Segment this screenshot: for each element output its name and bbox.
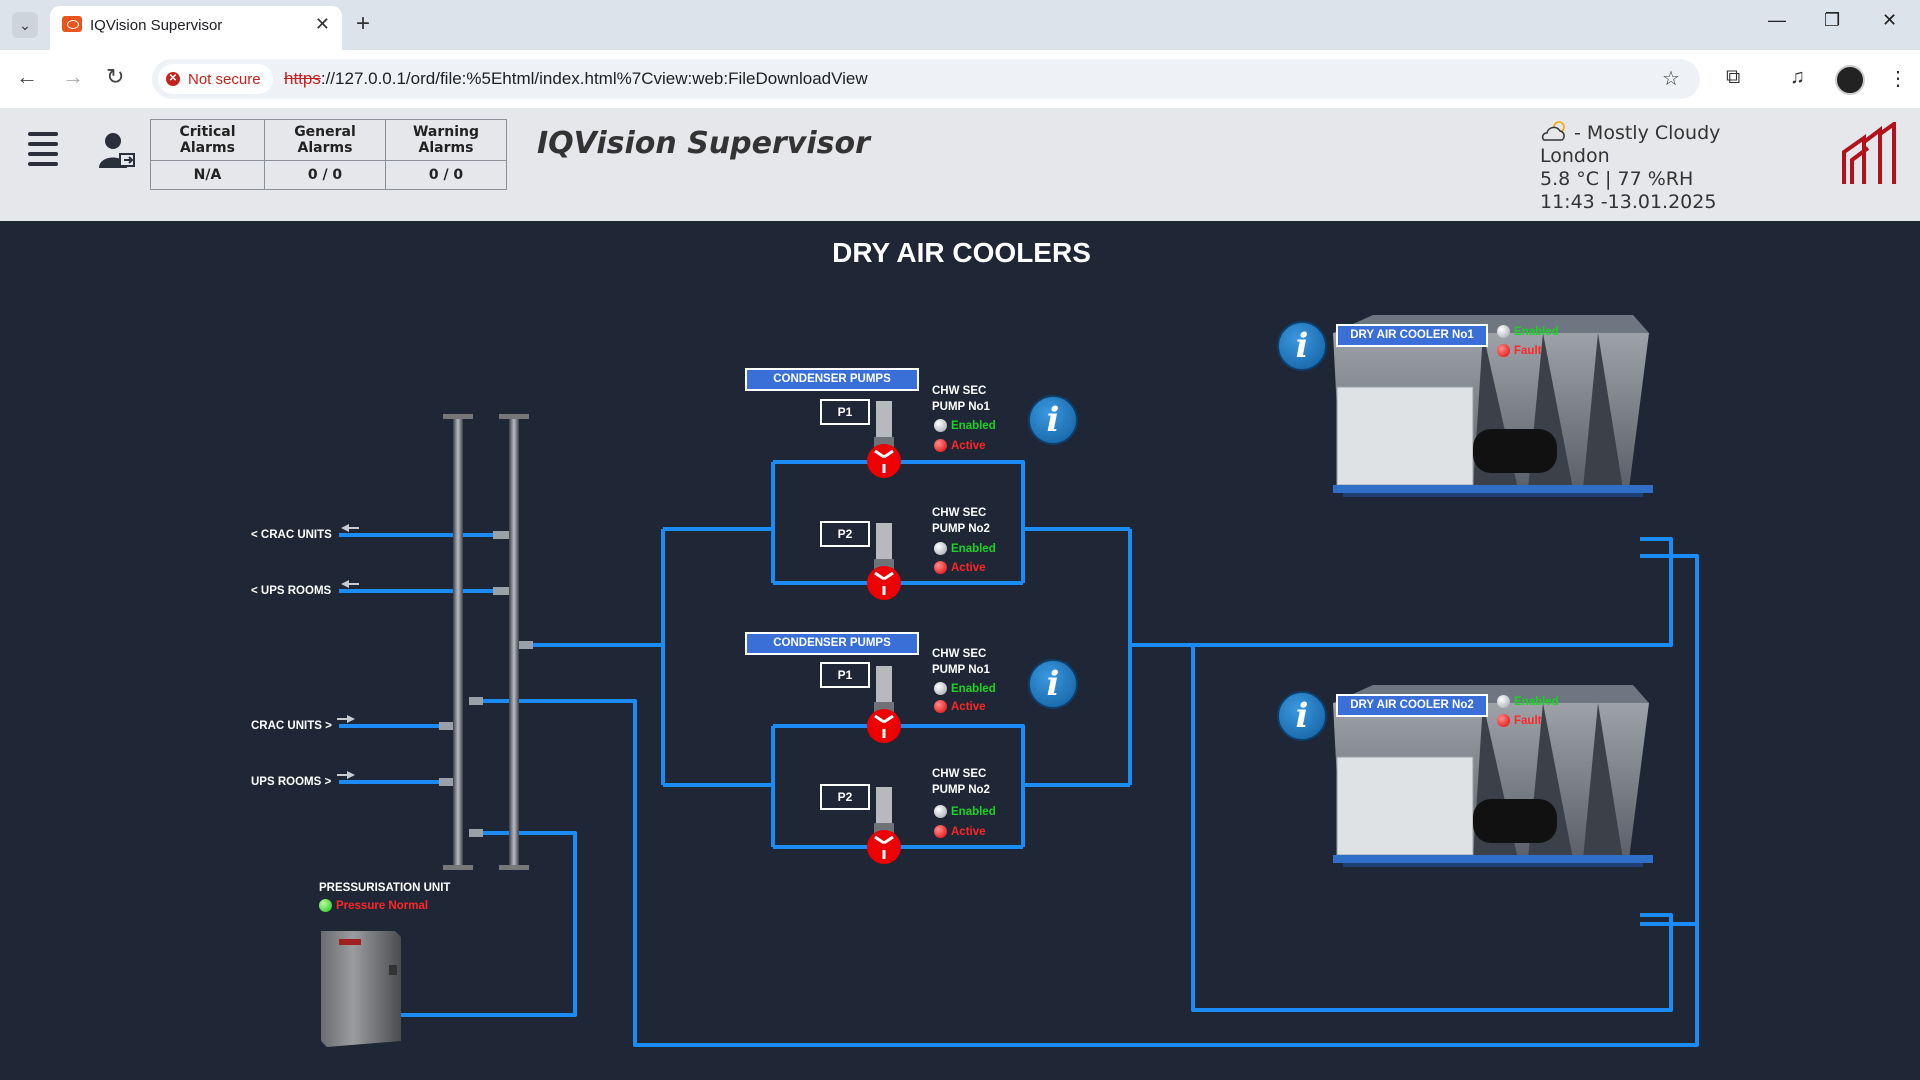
pump1-group1-name1: CHW SEC <box>932 385 987 397</box>
pump-box-p2-group1[interactable]: P2 <box>820 521 870 547</box>
general-alarms-header: General Alarms <box>264 119 386 161</box>
url-text[interactable]: https://127.0.0.1/ord/file:%5Ehtml/index… <box>284 69 868 88</box>
pressurisation-tank-graphic <box>321 931 401 1047</box>
pressurisation-title: PRESSURISATION UNIT <box>319 882 451 894</box>
crac-units-in-label[interactable]: CRAC UNITS > <box>251 720 332 732</box>
scada-diagram: DRY AIR COOLERS <box>3 221 1920 1080</box>
hamburger-menu-icon[interactable] <box>28 132 58 172</box>
security-chip[interactable]: ✕ Not secure <box>158 64 273 94</box>
info-button-group1[interactable]: i <box>1028 395 1078 445</box>
user-logout-icon[interactable] <box>98 130 136 170</box>
condenser-pumps-tag-2[interactable]: CONDENSER PUMPS <box>745 632 919 655</box>
dry-air-cooler-1-tag[interactable]: DRY AIR COOLER No1 <box>1336 324 1488 347</box>
critical-alarms-header: Critical Alarms <box>150 119 265 161</box>
app-header: Critical Alarms General Alarms Warning A… <box>0 108 1920 221</box>
cooler2-fault: Fault <box>1497 714 1541 727</box>
partly-cloudy-icon <box>1541 121 1565 141</box>
app-favicon-icon <box>62 16 82 32</box>
screen-title: DRY AIR COOLERS <box>832 237 1091 268</box>
info-button-cooler1[interactable]: i <box>1277 321 1327 371</box>
media-control-icon[interactable]: ♫ <box>1790 66 1805 88</box>
pump2-group1-name2: PUMP No2 <box>932 523 990 535</box>
pipework-diagram <box>321 315 1699 1047</box>
browser-toolbar: ← → ↻ ✕ Not secure https://127.0.0.1/ord… <box>0 50 1920 108</box>
pump1-group2-name1: CHW SEC <box>932 648 987 660</box>
cooler2-enabled: Enabled <box>1497 695 1559 708</box>
extensions-icon[interactable]: ⧉ <box>1726 66 1741 88</box>
dry-air-cooler-2-tag[interactable]: DRY AIR COOLER No2 <box>1336 694 1488 717</box>
weather-datetime: 11:43 -13.01.2025 <box>1540 191 1717 213</box>
dry-air-cooler-2-graphic <box>1333 685 1653 867</box>
tab-title: IQVision Supervisor <box>90 17 223 34</box>
condenser-pumps-tag-1[interactable]: CONDENSER PUMPS <box>745 368 919 391</box>
pump-box-p1-group1[interactable]: P1 <box>820 399 870 425</box>
menu-dots-icon[interactable]: ⋮ <box>1888 68 1908 90</box>
pump1-group1-name2: PUMP No1 <box>932 401 990 413</box>
browser-tab[interactable]: IQVision Supervisor ✕ <box>50 6 342 50</box>
weather-reading: 5.8 °C | 77 %RH <box>1540 168 1694 190</box>
pump1-group2-active: Active <box>934 700 986 713</box>
pump2-group1-name1: CHW SEC <box>932 507 987 519</box>
warning-icon: ✕ <box>166 72 180 86</box>
warning-alarms-header: Warning Alarms <box>385 119 507 161</box>
tab-search-chevron-icon[interactable]: ⌄ <box>12 12 38 38</box>
pump-box-p1-group2[interactable]: P1 <box>820 662 870 688</box>
bookmark-star-icon[interactable]: ☆ <box>1662 68 1680 90</box>
weather-widget: - Mostly Cloudy London 5.8 °C | 77 %RH 1… <box>1540 120 1720 214</box>
weather-city: London <box>1540 145 1610 167</box>
pump2-group1-enabled: Enabled <box>934 542 996 555</box>
pump1-group1-enabled: Enabled <box>934 419 996 432</box>
company-logo <box>1842 122 1896 184</box>
security-label: Not secure <box>188 70 261 88</box>
dry-air-cooler-1-graphic <box>1333 315 1653 497</box>
cooler1-fault: Fault <box>1497 344 1541 357</box>
pump1-group2-name2: PUMP No1 <box>932 664 990 676</box>
pressure-status-led <box>319 899 332 912</box>
reload-icon[interactable]: ↻ <box>106 64 125 89</box>
pump-box-p2-group2[interactable]: P2 <box>820 784 870 810</box>
pump2-group2-active: Active <box>934 825 986 838</box>
pressure-status: Pressure Normal <box>319 899 428 912</box>
tab-close-icon[interactable]: ✕ <box>314 14 330 34</box>
cooler1-enabled: Enabled <box>1497 325 1559 338</box>
pump1-group2-enabled: Enabled <box>934 682 996 695</box>
ups-rooms-out-label[interactable]: < UPS ROOMS <box>251 585 332 597</box>
address-bar[interactable]: ✕ Not secure https://127.0.0.1/ord/file:… <box>152 59 1700 99</box>
forward-arrow-icon[interactable]: → <box>62 64 84 89</box>
info-button-group2[interactable]: i <box>1028 659 1078 709</box>
pump-graphics <box>867 401 901 864</box>
new-tab-icon[interactable]: + <box>356 10 371 37</box>
pump1-group1-active: Active <box>934 439 986 452</box>
ups-rooms-in-label[interactable]: UPS ROOMS > <box>251 776 332 788</box>
profile-avatar[interactable] <box>1835 65 1865 95</box>
app-title: IQVision Supervisor <box>537 126 870 161</box>
crac-units-out-label[interactable]: < CRAC UNITS <box>251 529 332 541</box>
pump2-group2-name2: PUMP No2 <box>932 784 990 796</box>
pump2-group2-name1: CHW SEC <box>932 768 987 780</box>
alarm-summary-table: Critical Alarms General Alarms Warning A… <box>150 119 507 190</box>
restore-icon[interactable]: ❐ <box>1824 10 1841 30</box>
browser-tabstrip: ⌄ IQVision Supervisor ✕ + — ❐ ✕ <box>0 0 1920 50</box>
minimize-icon[interactable]: — <box>1768 10 1786 30</box>
critical-alarms-value[interactable]: N/A <box>150 160 265 190</box>
weather-condition: - Mostly Cloudy <box>1568 122 1721 144</box>
warning-alarms-value[interactable]: 0 / 0 <box>385 160 507 190</box>
general-alarms-value[interactable]: 0 / 0 <box>264 160 386 190</box>
pump2-group1-active: Active <box>934 561 986 574</box>
back-arrow-icon[interactable]: ← <box>16 64 38 89</box>
pump2-group2-enabled: Enabled <box>934 805 996 818</box>
window-close-icon[interactable]: ✕ <box>1882 10 1898 30</box>
info-button-cooler2[interactable]: i <box>1277 691 1327 741</box>
